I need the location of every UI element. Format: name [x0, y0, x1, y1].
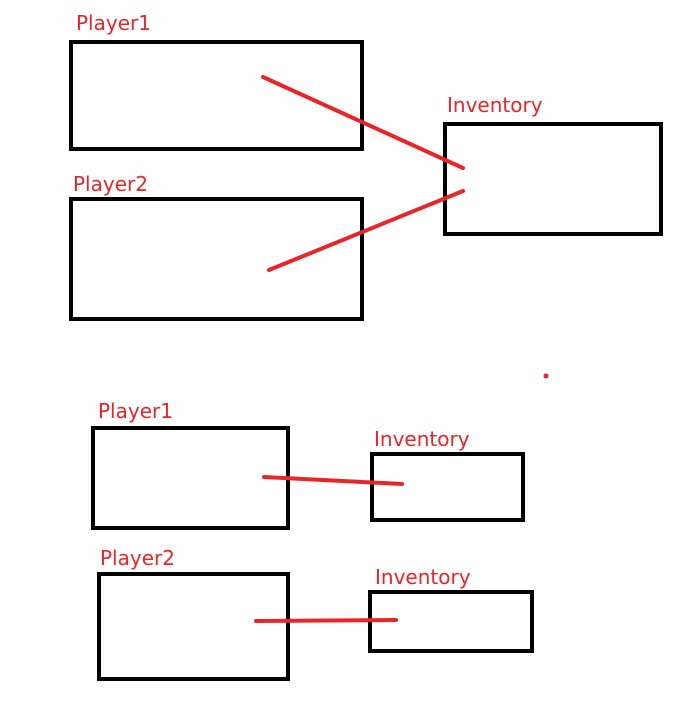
player2-box	[69, 197, 364, 321]
player1-box	[91, 426, 290, 530]
inventory-box	[443, 122, 663, 236]
player1-label: Player1	[76, 11, 151, 35]
player1-label: Player1	[98, 399, 173, 423]
player2-label: Player2	[100, 546, 175, 570]
shared-inventory-diagram: Player1 Player2 Inventory	[69, 11, 663, 321]
inventory1-label: Inventory	[374, 427, 470, 451]
separate-inventory-diagram: Player1 Inventory Player2 Inventory	[91, 399, 534, 681]
inventory2-label: Inventory	[375, 565, 471, 589]
player1-inventory-link	[261, 75, 465, 170]
player2-label: Player2	[73, 172, 148, 196]
player2-inventory-link	[254, 618, 398, 623]
player2-box	[97, 572, 290, 681]
inventory-label: Inventory	[447, 93, 543, 117]
player1-box	[69, 40, 364, 151]
player1-inventory-link	[262, 475, 404, 486]
player2-inventory-link	[267, 189, 465, 272]
stray-dot	[543, 373, 549, 379]
inventory1-box	[370, 452, 525, 522]
